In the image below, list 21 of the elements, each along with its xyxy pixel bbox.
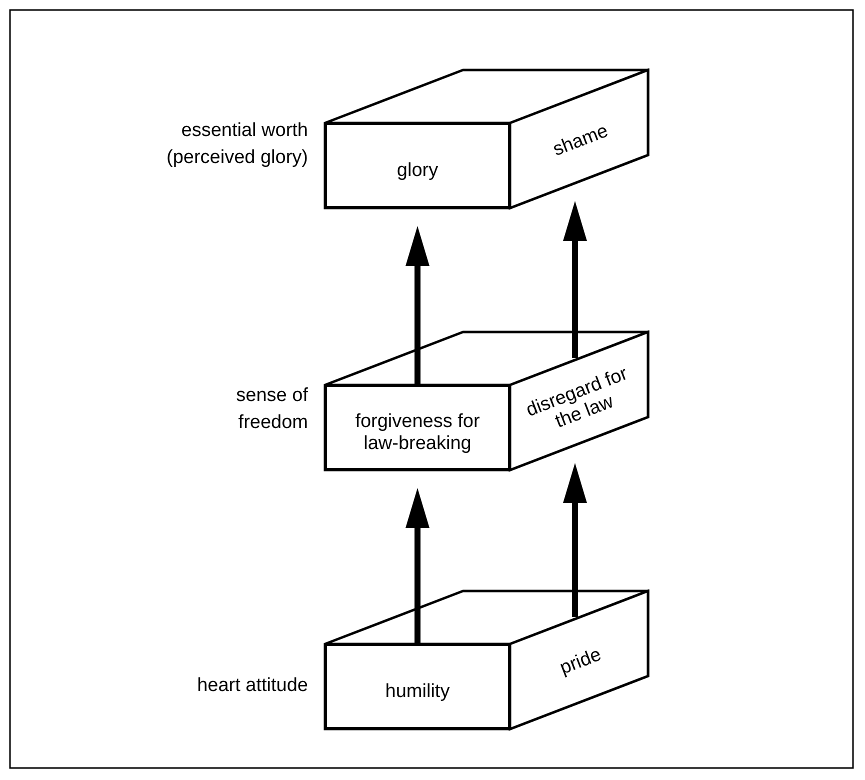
box-side-face	[510, 591, 648, 729]
face-label: shame	[549, 119, 612, 162]
row-label: heart attitude	[197, 674, 308, 698]
row-label: essential worth (perceived glory)	[166, 119, 308, 170]
face-label: pride	[556, 642, 606, 680]
block-drawing	[321, 66, 652, 212]
arrow	[563, 463, 587, 618]
face-label: humility	[385, 680, 450, 702]
block-drawing	[321, 587, 652, 733]
face-label: glory	[396, 160, 438, 182]
box-side-face	[510, 332, 648, 470]
arrow	[406, 488, 430, 644]
box-side-face	[510, 70, 648, 208]
arrow	[563, 201, 587, 358]
box-front-face	[325, 644, 510, 729]
box-front-face	[325, 123, 510, 208]
face-label: forgiveness for law-breaking	[354, 410, 481, 454]
row-label: sense of freedom	[235, 384, 308, 435]
arrow	[406, 226, 430, 385]
box-front-face	[325, 385, 510, 470]
block-drawing	[321, 328, 652, 474]
